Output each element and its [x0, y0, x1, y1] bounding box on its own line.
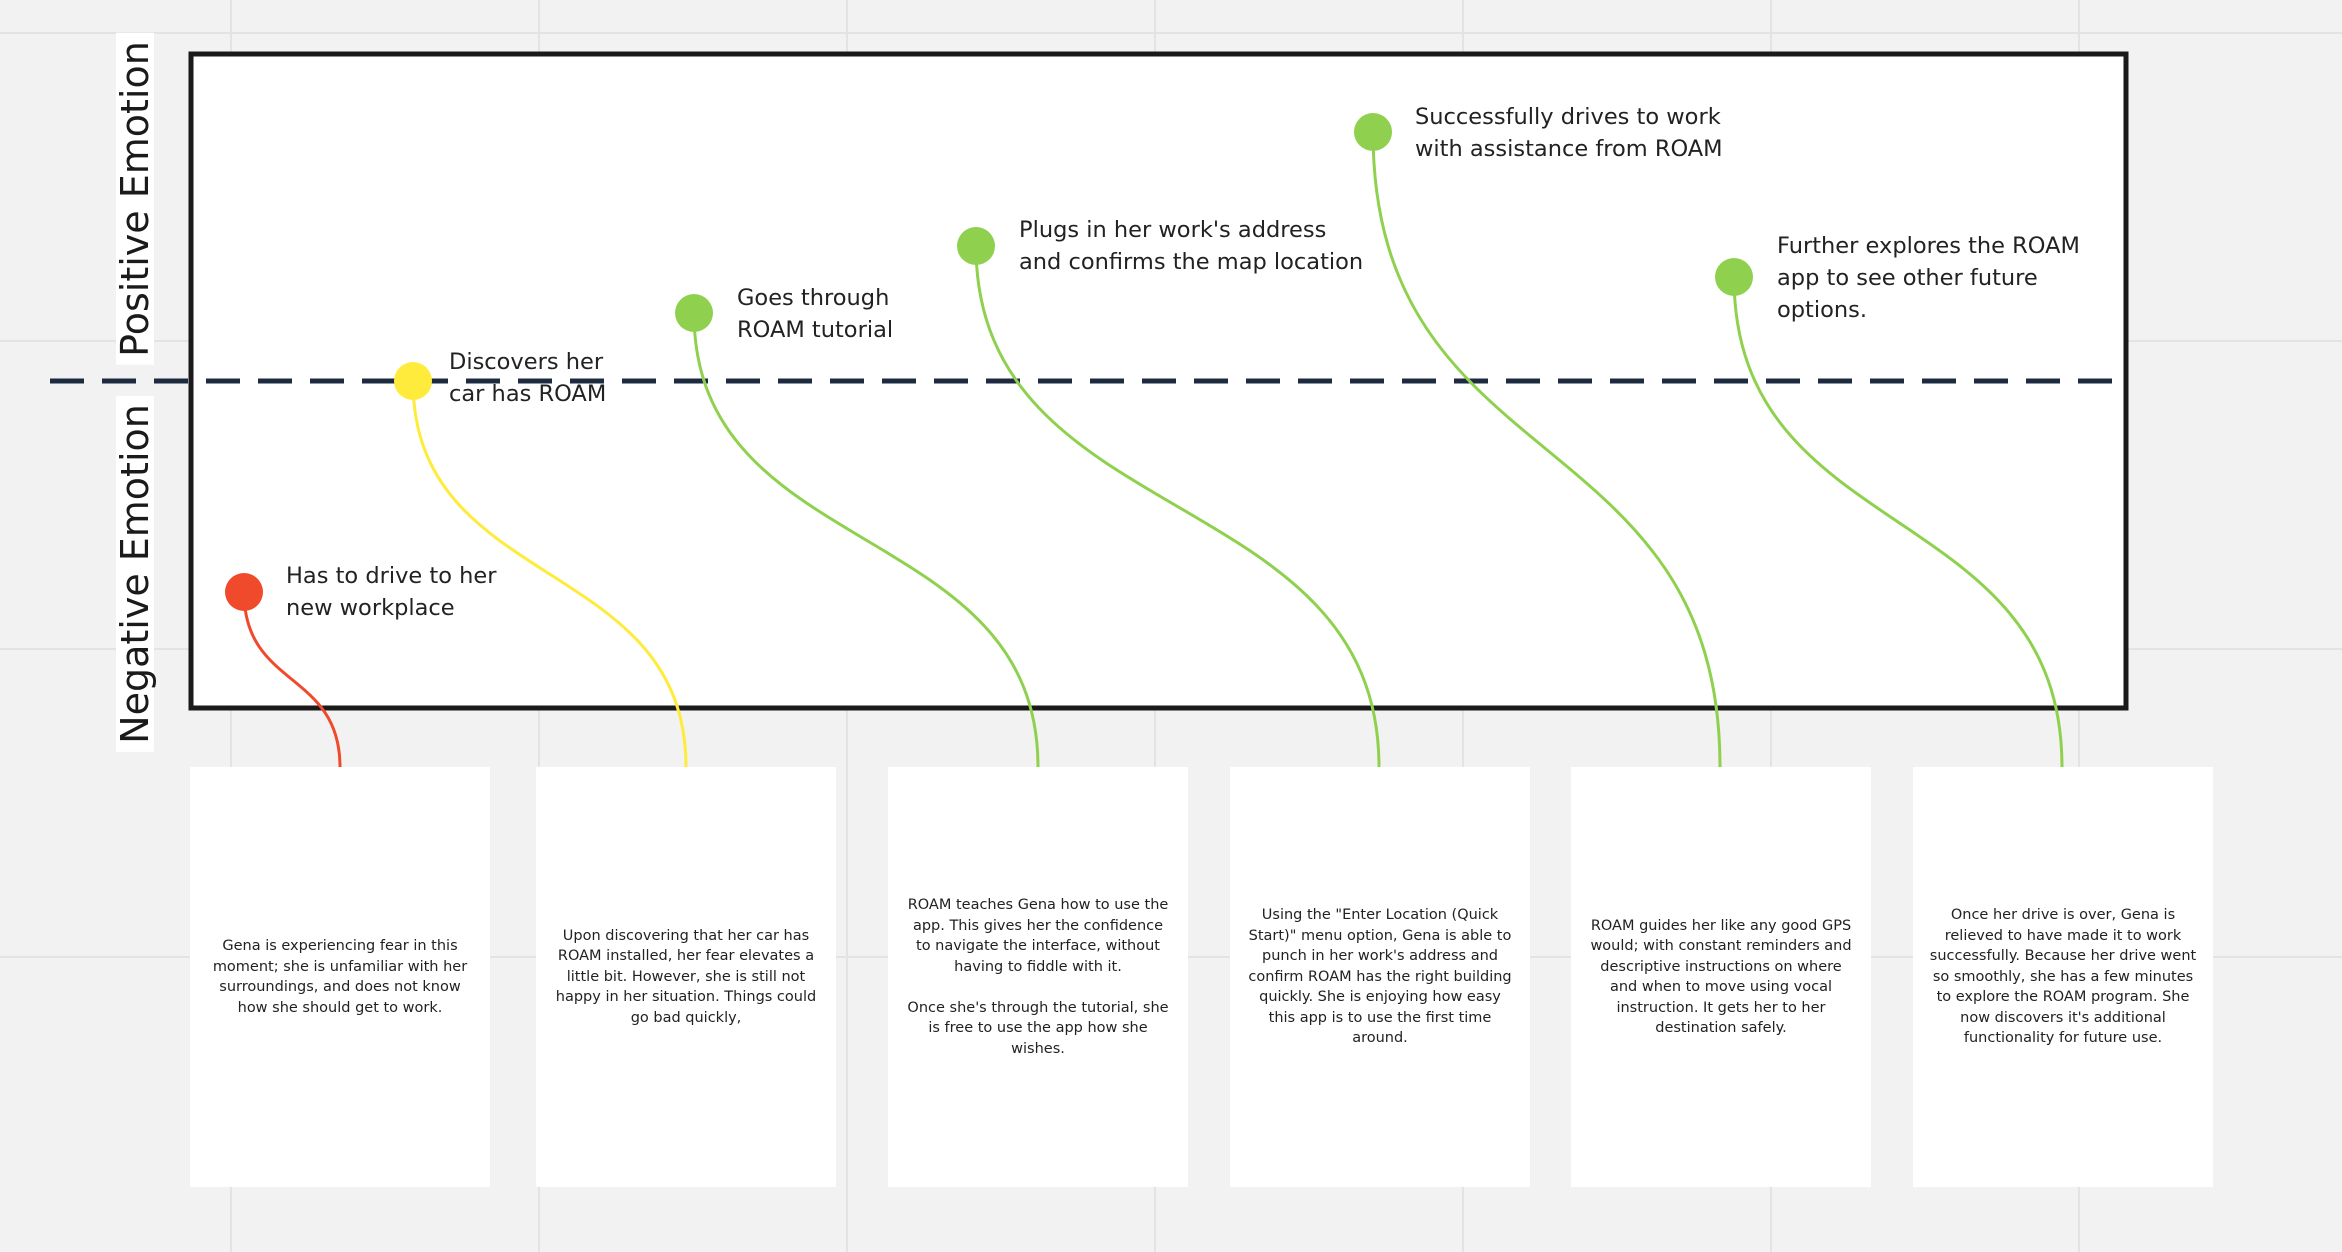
event-card-text: Upon discovering that her car has ROAM i… [555, 927, 817, 1026]
event-card-1[interactable]: Gena is experiencing fear in this moment… [190, 767, 490, 1187]
event-label-2[interactable]: Discovers her car has ROAM [449, 349, 607, 407]
connector-line-4[interactable] [974, 245, 1381, 768]
event-label-3[interactable]: Goes through ROAM tutorial [737, 285, 894, 343]
event-label-4[interactable]: Plugs in her work's address and confirms… [1019, 217, 1364, 275]
negative-emotion-label[interactable]: Negative Emotion [113, 396, 157, 752]
event-card-text: ROAM teaches Gena how to use the app. Th… [907, 897, 1169, 1057]
event-card-2[interactable]: Upon discovering that her car has ROAM i… [536, 767, 836, 1187]
connector-line-1[interactable] [242, 591, 342, 768]
emotion-dot-3[interactable] [675, 294, 713, 332]
event-label-6[interactable]: Further explores the ROAM app to see oth… [1777, 233, 2080, 323]
event-label-5[interactable]: Successfully drives to work with assista… [1415, 104, 1723, 162]
emotion-dot-5[interactable] [1354, 113, 1392, 151]
connector-line-3[interactable] [692, 312, 1040, 768]
event-card-4[interactable]: Using the "Enter Location (Quick Start)"… [1230, 767, 1530, 1187]
emotion-dots [225, 113, 1753, 611]
connector-line-5[interactable] [1371, 131, 1722, 768]
event-card-3[interactable]: ROAM teaches Gena how to use the app. Th… [888, 767, 1188, 1187]
positive-emotion-label[interactable]: Positive Emotion [113, 33, 157, 365]
event-card-text: Gena is experiencing fear in this moment… [212, 938, 468, 1016]
connector-line-2[interactable] [411, 380, 688, 768]
connectors [242, 131, 2064, 768]
emotion-dot-2[interactable] [394, 362, 432, 400]
emotion-dot-1[interactable] [225, 573, 263, 611]
event-card-text: ROAM guides her like any good GPS would;… [1590, 917, 1852, 1037]
event-card-5[interactable]: ROAM guides her like any good GPS would;… [1571, 767, 1871, 1187]
event-card-6[interactable]: Once her drive is over, Gena is relieved… [1913, 767, 2213, 1187]
event-card-text: Using the "Enter Location (Quick Start)"… [1248, 907, 1512, 1047]
connector-line-6[interactable] [1732, 276, 2064, 768]
emotion-dot-4[interactable] [957, 227, 995, 265]
event-card-text: Once her drive is over, Gena is relieved… [1929, 907, 2197, 1047]
emotion-dot-6[interactable] [1715, 258, 1753, 296]
event-label-1[interactable]: Has to drive to her new workplace [286, 563, 497, 621]
